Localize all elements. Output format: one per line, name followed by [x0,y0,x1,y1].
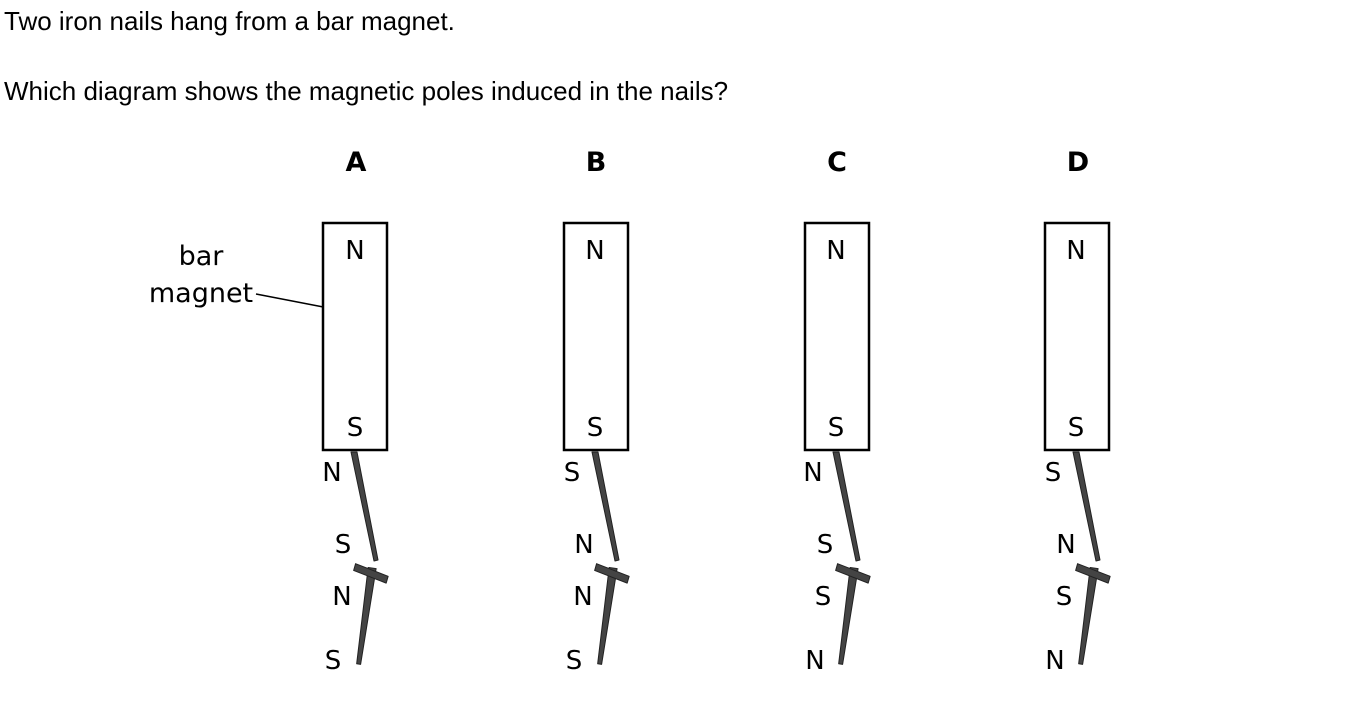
option-c-nail-lower-top-pole: S [815,582,832,612]
option-d-nail-lower-top-pole: S [1056,582,1073,612]
bar-magnet-callout-line-2: magnet [149,278,253,309]
option-c-nail-upper-top-pole: N [803,458,822,488]
option-c-nail-lower [822,563,872,667]
option-d-nail-lower [1062,563,1112,667]
option-a-nail-upper [350,451,379,562]
option-c-nail-lower-bottom-pole: N [805,646,824,676]
option-c[interactable]: C N S N S S N [803,147,872,676]
option-c-label: C [827,147,847,178]
option-b-label: B [586,147,607,178]
option-b-nail-upper [591,451,620,562]
option-b-bar-magnet [562,221,630,452]
option-d-bar-magnet [1043,221,1111,452]
option-a[interactable]: A N S N S N S [321,147,390,676]
option-a-magnet-bottom-pole: S [347,413,364,443]
option-a-nail-lower-bottom-pole: S [325,646,342,676]
option-b-nail-upper-bottom-pole: N [574,530,593,560]
option-a-nail-upper-top-pole: N [322,458,341,488]
question-text-line-2: Which diagram shows the magnetic poles i… [4,76,729,106]
option-a-nail-upper-bottom-pole: S [335,530,352,560]
option-a-label: A [346,147,367,178]
option-b-nail-lower [581,563,631,667]
option-d-label: D [1067,147,1089,178]
option-d[interactable]: D N S S N S N [1043,147,1112,676]
option-c-nail-upper [832,451,861,562]
option-c-magnet-bottom-pole: S [828,413,845,443]
option-a-nail-lower-top-pole: N [332,582,351,612]
option-d-magnet-bottom-pole: S [1068,413,1085,443]
bar-magnet-callout-line-1: bar [179,241,225,272]
option-b-magnet-bottom-pole: S [587,413,604,443]
question-text-line-1: Two iron nails hang from a bar magnet. [4,6,455,36]
option-b[interactable]: B N S S N N S [562,147,631,676]
option-b-magnet-top-pole: N [585,236,604,266]
option-b-nail-lower-bottom-pole: S [566,646,583,676]
option-b-nail-lower-top-pole: N [573,582,592,612]
option-d-nail-upper-top-pole: S [1045,458,1062,488]
option-c-bar-magnet [803,221,871,452]
option-a-bar-magnet [321,221,389,452]
option-a-nail-lower [340,563,390,667]
option-a-magnet-top-pole: N [345,236,364,266]
option-d-magnet-top-pole: N [1066,236,1085,266]
option-c-nail-upper-bottom-pole: S [817,530,834,560]
option-d-nail-upper [1072,451,1101,562]
option-b-nail-upper-top-pole: S [564,458,581,488]
option-d-nail-upper-bottom-pole: N [1056,530,1075,560]
option-c-magnet-top-pole: N [826,236,845,266]
option-d-nail-lower-bottom-pole: N [1045,646,1064,676]
